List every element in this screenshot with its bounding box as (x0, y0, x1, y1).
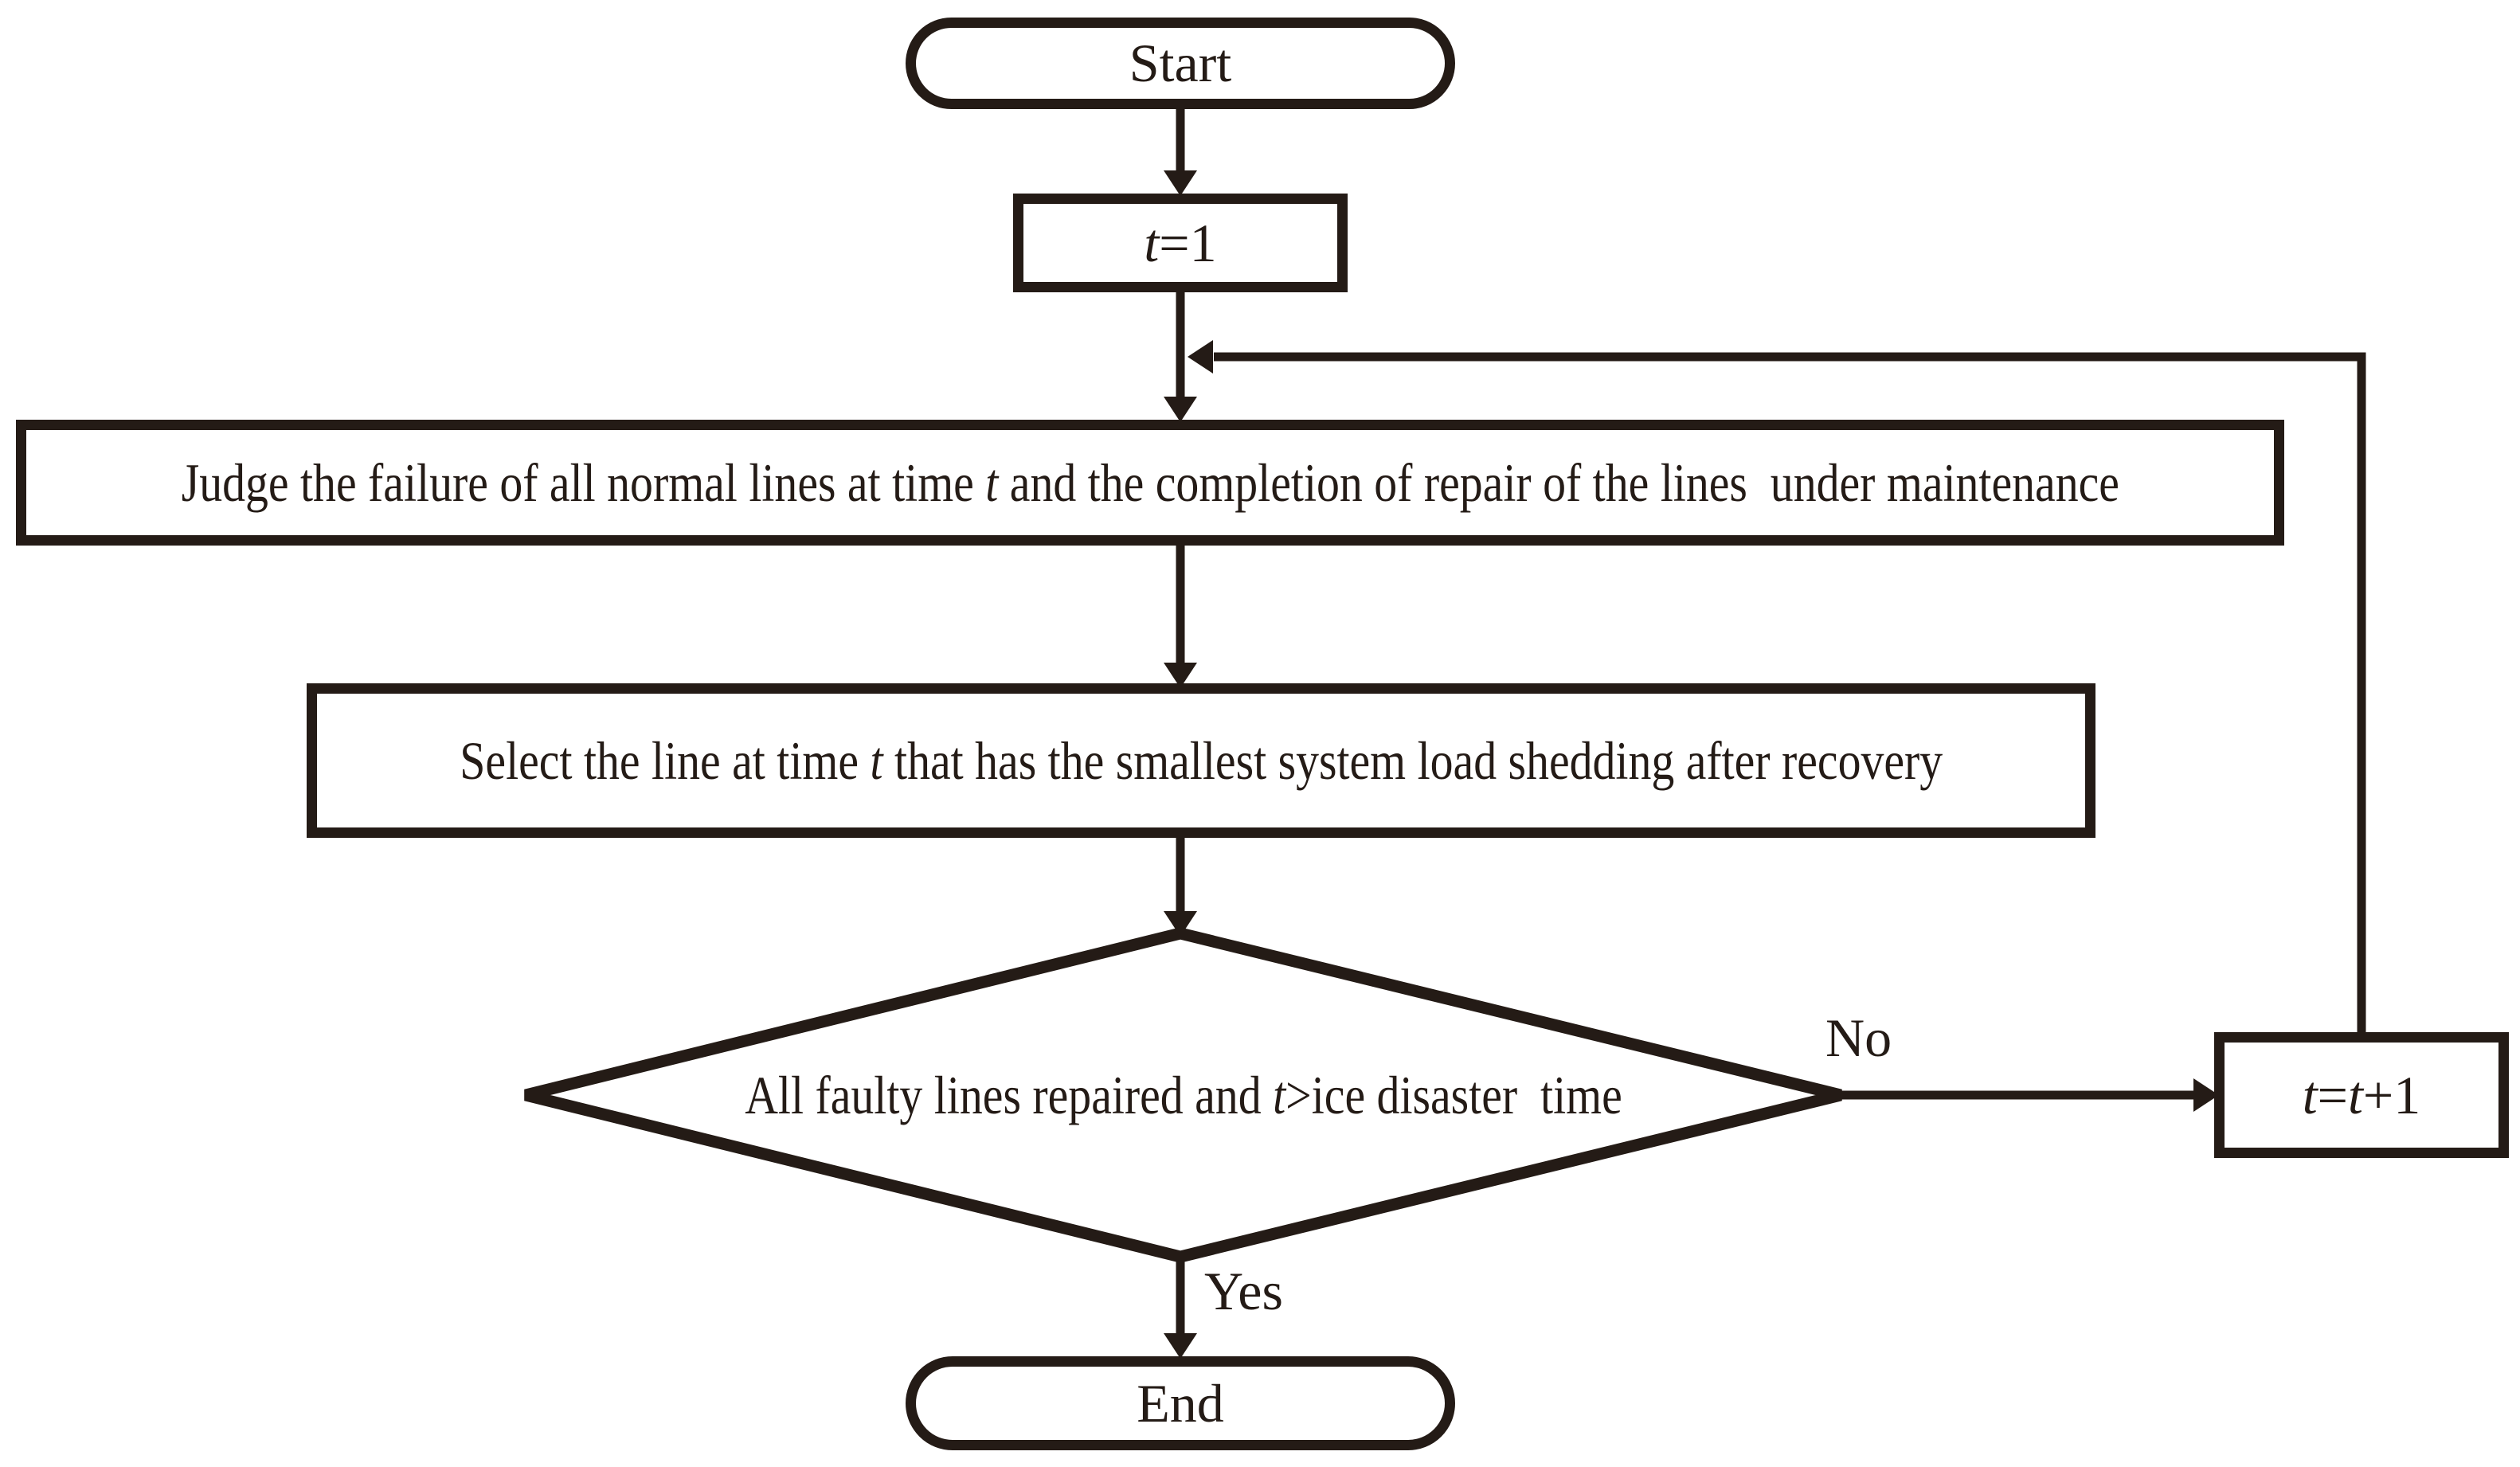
edge-decision-yes (1164, 1255, 1197, 1359)
t-init-label: t=1 (1144, 213, 1216, 273)
edge-decision-no (1841, 1078, 2219, 1112)
t-init-suffix: =1 (1159, 212, 1217, 273)
edge-tinit-to-judge (1164, 289, 1197, 422)
judge-node: Judge the failure of all normal lines at… (16, 420, 2284, 546)
start-node: Start (906, 18, 1455, 109)
t-var: t (1272, 1064, 1285, 1125)
end-node: End (906, 1356, 1455, 1450)
equals-sign: = (2317, 1064, 2348, 1125)
edge-judge-to-select (1164, 542, 1197, 688)
select-text-pre: Select the line at time (460, 730, 871, 791)
yes-branch-label: Yes (1204, 1261, 1283, 1321)
end-label: End (1137, 1372, 1224, 1434)
no-branch-label: No (1825, 1007, 1892, 1068)
edge-increment-feedback (1188, 340, 2366, 1034)
select-text-post: that has the smallest system load sheddi… (882, 730, 1943, 791)
t-var: t (870, 730, 883, 791)
t-var: t (2302, 1064, 2318, 1125)
decision-text-post: >ice disaster time (1285, 1064, 1622, 1125)
increment-label: t=t+1 (2302, 1064, 2421, 1125)
judge-label: Judge the failure of all normal lines at… (181, 452, 2119, 513)
increment-node: t=t+1 (2214, 1032, 2509, 1158)
decision-node: All faulty lines repaired and t>ice disa… (526, 933, 1841, 1257)
select-node: Select the line at time t that has the s… (307, 683, 2095, 838)
t-init-node: t=1 (1013, 194, 1348, 292)
t-var: t (984, 452, 999, 513)
increment-suffix: +1 (2362, 1064, 2421, 1125)
edge-select-to-decision (1164, 836, 1197, 937)
judge-text-post: and the completion of repair of the line… (998, 452, 2119, 513)
start-label: Start (1129, 33, 1232, 94)
select-label: Select the line at time t that has the s… (460, 730, 1943, 791)
decision-label: All faulty lines repaired and t>ice disa… (745, 1064, 1622, 1127)
t-var: t (1144, 212, 1160, 273)
decision-text-pre: All faulty lines repaired and (744, 1064, 1273, 1125)
edge-start-to-tinit (1164, 108, 1197, 196)
t-var: t (2348, 1064, 2363, 1125)
judge-text-pre: Judge the failure of all normal lines at… (181, 452, 985, 513)
